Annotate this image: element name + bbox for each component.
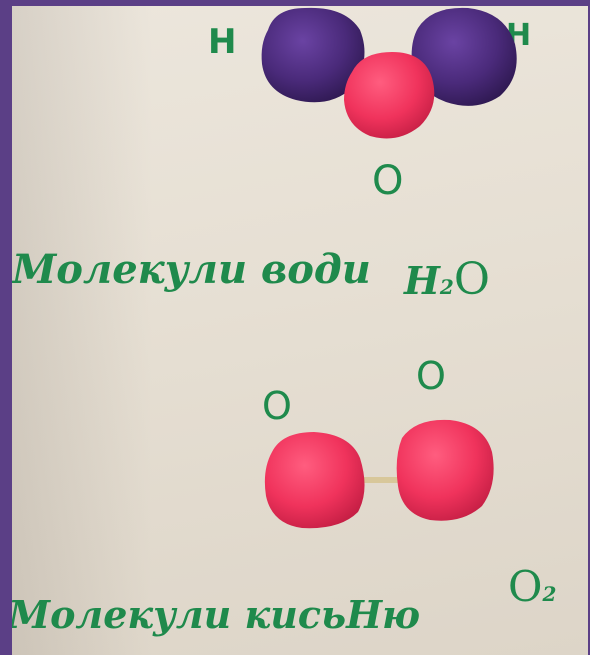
toothpick-bond xyxy=(355,477,407,483)
hydrogen-ball-left xyxy=(261,7,365,103)
oxygen-ball-left xyxy=(264,432,365,529)
water-formula: H2O xyxy=(404,254,490,305)
formula-o: O xyxy=(453,254,490,305)
oxygen-label-left: O xyxy=(262,384,292,428)
hydrogen-ball-right xyxy=(411,7,517,106)
oxygen-caption: Молекули кисьНю xyxy=(12,592,421,637)
oxygen-ball-center xyxy=(344,52,435,139)
formula-o2-main: O xyxy=(508,562,543,611)
whiteboard: H H O Молекули води H2O O O Молекули кис… xyxy=(12,6,588,655)
formula-o2-sub: 2 xyxy=(542,582,557,606)
oxygen-label: O xyxy=(372,158,404,204)
oxygen-label-right: O xyxy=(416,354,446,398)
formula-h: H xyxy=(404,258,440,303)
water-molecule xyxy=(261,7,517,139)
shadow xyxy=(12,6,152,655)
oxygen-ball-right xyxy=(396,419,494,521)
oxygen-molecule xyxy=(264,419,494,529)
hydrogen-label-left: H xyxy=(208,22,237,62)
formula-sub: 2 xyxy=(439,275,454,299)
oxygen-formula: O2 xyxy=(508,562,556,611)
water-caption: Молекули води xyxy=(12,246,371,293)
